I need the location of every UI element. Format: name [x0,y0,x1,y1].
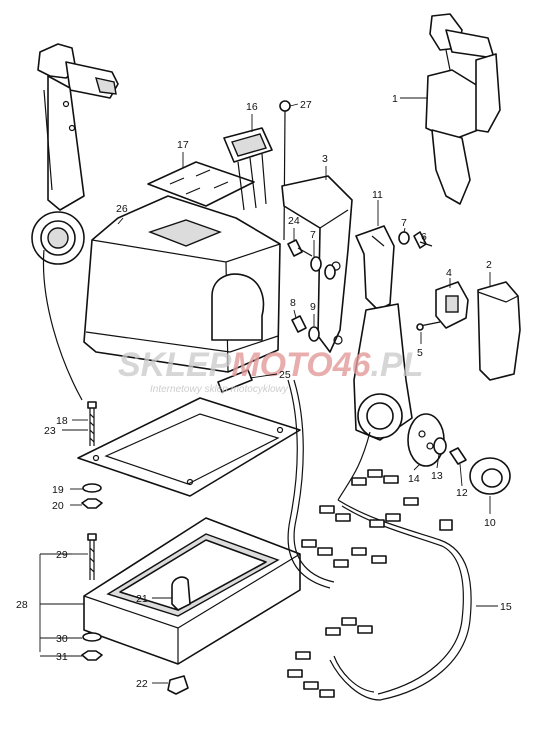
nut-20 [81,498,103,509]
washer-19 [82,483,102,493]
switch-4 [435,281,469,329]
control-box-1 [425,13,501,205]
bolt-12 [449,447,467,465]
bolt-18 [87,401,97,446]
callout-22: 22 [136,678,148,690]
washer-13 [433,437,447,455]
washer-7-right [398,231,410,245]
callout-12: 12 [456,487,468,499]
callout-26: 26 [116,203,128,215]
watermark-name: SKLEPMOTO46.PL [118,346,423,384]
callout-2: 2 [486,259,492,271]
callout-8: 8 [290,297,296,309]
mounting-plate-17 [147,161,255,207]
washer-7-left [310,256,322,272]
callout-31: 31 [56,651,68,663]
clip-22 [167,675,189,695]
gasket [77,397,301,497]
callout-27: 27 [300,99,312,111]
screw-6 [413,231,433,249]
callout-11: 11 [372,189,383,201]
callout-21: 21 [136,593,148,605]
callout-23: 23 [44,425,56,437]
connector-cluster-middle [301,519,453,568]
connector-cluster-lower [287,617,373,698]
callout-3: 3 [322,153,328,165]
bolt-29 [87,533,97,580]
cap-10 [469,457,511,495]
callout-24: 24 [288,215,300,227]
callout-7-left: 7 [310,229,316,241]
lever-arm-11 [337,225,413,501]
callout-1: 1 [392,93,398,105]
callout-labels: 1 2 3 4 5 6 7 7 8 9 10 11 12 13 14 15 16… [16,93,512,690]
callout-20: 20 [52,500,64,512]
callout-13: 13 [431,470,443,482]
screw-5 [416,321,441,331]
nut-31 [81,650,103,661]
callout-10: 10 [484,517,496,529]
clip-25 [217,369,253,393]
callout-25: 25 [279,369,291,381]
washer-30 [82,632,102,642]
screw-27 [279,100,291,241]
callout-16: 16 [246,101,258,113]
connector-cluster-upper [319,469,419,528]
callout-17: 17 [177,139,189,151]
callout-9: 9 [310,301,316,313]
housing-cover [83,195,281,373]
bolt-8 [291,315,307,333]
wiring-harness-15 [287,379,472,701]
bracket-3 [281,175,353,353]
callout-19: 19 [52,484,64,496]
callout-18: 18 [56,415,68,427]
washer-9 [308,326,320,342]
base-plate [83,517,301,665]
callout-6: 6 [421,231,427,243]
callout-14: 14 [408,473,420,485]
callout-28: 28 [16,599,28,611]
control-handle-lever [31,43,119,401]
cover-2 [477,281,521,381]
switch-16 [223,127,273,211]
leader-lines [39,97,498,684]
callout-4: 4 [446,267,452,279]
callout-30: 30 [56,633,68,645]
washer-7b [324,264,336,280]
watermark-tagline: Internetowy sklep motocyklowy [150,384,289,395]
watermark: SKLEPMOTO46.PL Internetowy sklep motocyk… [118,346,423,395]
callout-5: 5 [417,347,423,359]
callout-7-right: 7 [401,217,407,229]
callout-29: 29 [56,549,68,561]
callout-15: 15 [500,601,512,613]
bolt-24 [287,239,313,257]
